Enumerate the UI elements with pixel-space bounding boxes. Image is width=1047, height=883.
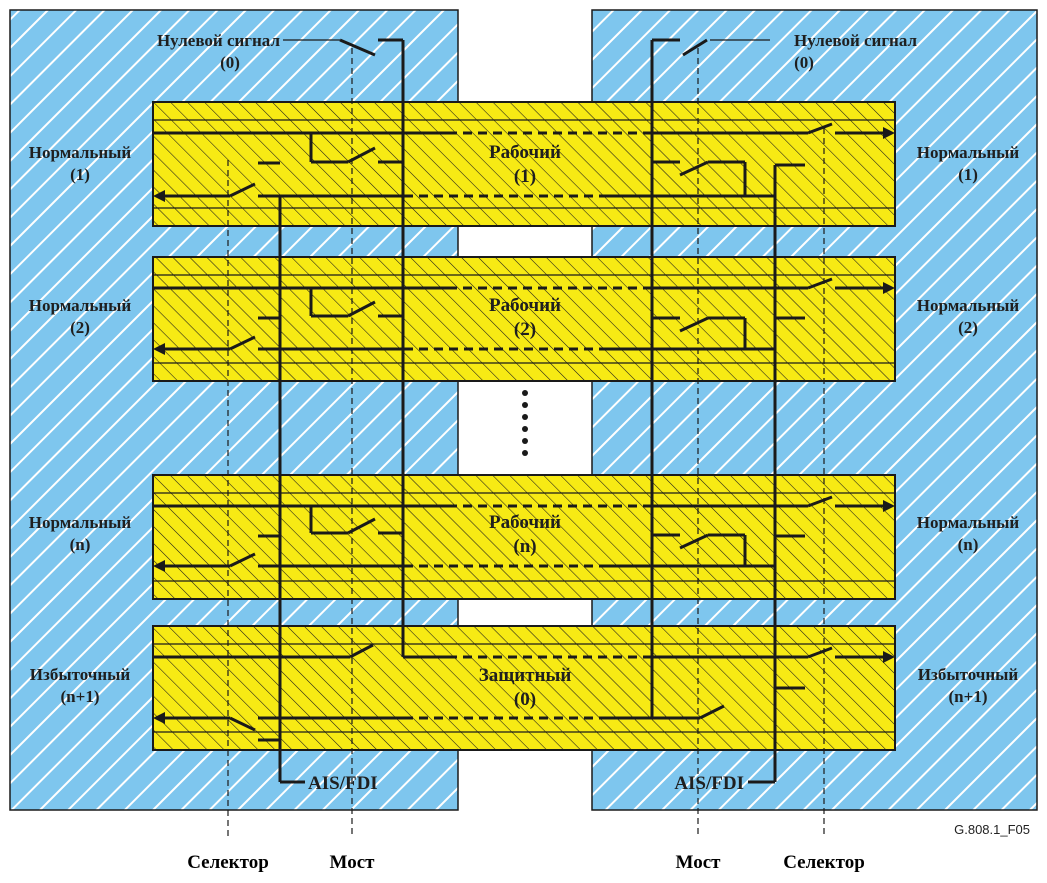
channel-2-right-num: (2) <box>958 318 978 337</box>
null-signal-right-num: (0) <box>794 53 814 72</box>
channel-1-right-num: (1) <box>958 165 978 184</box>
protection-center-num: (0) <box>514 689 536 710</box>
ais-fdi-right-label: AIS/FDI <box>674 773 744 794</box>
protection-right-name: Избыточный <box>918 665 1019 684</box>
channel-paths <box>153 119 895 733</box>
channel-labels: Нормальный (1) Рабочий (1) Нормальный (1… <box>29 142 1020 710</box>
selector-left-label: Селектор <box>187 852 269 873</box>
bridge-right-label: Мост <box>676 852 722 873</box>
channel-n-left-name: Нормальный <box>29 513 132 532</box>
channel-1-right-name: Нормальный <box>917 143 1020 162</box>
continuation-dots <box>522 390 528 456</box>
protection-center-name: Защитный <box>479 665 572 686</box>
selector-right-label: Селектор <box>783 852 865 873</box>
channel-n-left-num: (n) <box>70 535 91 554</box>
protection-right-num: (n+1) <box>949 687 988 706</box>
channel-1-center-name: Рабочий <box>489 142 561 163</box>
reference-lines <box>227 48 825 838</box>
figure-id: G.808.1_F05 <box>954 822 1030 837</box>
channel-2-center-num: (2) <box>514 319 536 340</box>
channel-n-center-num: (n) <box>513 536 536 557</box>
channel-2-left-num: (2) <box>70 318 90 337</box>
channel-band-protection <box>152 625 896 751</box>
channel-n-right-name: Нормальный <box>917 513 1020 532</box>
channel-1-left-name: Нормальный <box>29 143 132 162</box>
protection-left-num: (n+1) <box>61 687 100 706</box>
switch-wiring <box>258 38 805 784</box>
channel-n-center-name: Рабочий <box>489 512 561 533</box>
channel-1-left-num: (1) <box>70 165 90 184</box>
channel-1-center-num: (1) <box>514 166 536 187</box>
null-signal-right-label: Нулевой сигнал <box>794 31 917 50</box>
channel-2-center-name: Рабочий <box>489 295 561 316</box>
channel-n-right-num: (n) <box>958 535 979 554</box>
ais-fdi-left-label: AIS/FDI <box>308 773 378 794</box>
channel-2-right-name: Нормальный <box>917 296 1020 315</box>
protection-left-name: Избыточный <box>30 665 131 684</box>
null-signal-left-num: (0) <box>220 53 240 72</box>
null-signal-left-label: Нулевой сигнал <box>157 31 280 50</box>
channel-2-left-name: Нормальный <box>29 296 132 315</box>
bridge-left-label: Мост <box>330 852 376 873</box>
